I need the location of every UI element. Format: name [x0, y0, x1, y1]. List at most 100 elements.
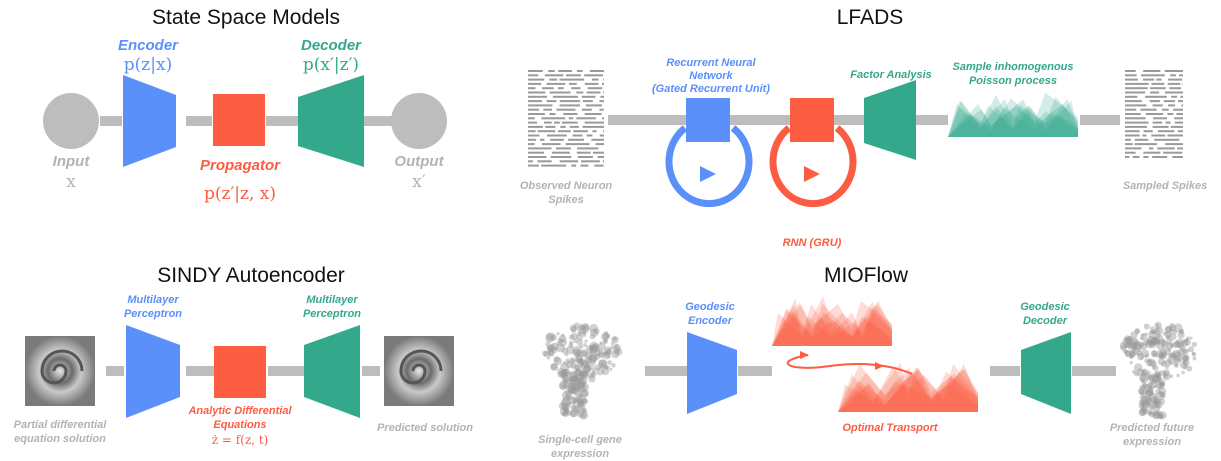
spike-segment — [568, 117, 574, 120]
spike-segment — [569, 125, 579, 128]
spike-segment — [587, 87, 603, 90]
cell-point — [604, 346, 613, 355]
encoder-trapezoid — [126, 325, 180, 418]
cell-point — [1141, 401, 1148, 408]
cell-point — [560, 400, 566, 405]
cell-point — [1146, 376, 1151, 381]
spike-segment — [528, 143, 535, 146]
spike-segment — [545, 125, 556, 128]
cell-point — [576, 339, 583, 346]
spike-segment — [1181, 104, 1183, 107]
cell-point — [584, 339, 588, 343]
cell-point — [1159, 392, 1165, 398]
cell-point — [1177, 331, 1185, 339]
decoder-label-line: Multilayer — [306, 294, 358, 306]
cell-point — [573, 397, 580, 403]
predicted-cell-scatter — [1119, 321, 1198, 420]
cell-point — [561, 368, 570, 377]
cell-point — [579, 410, 589, 420]
spike-segment — [1151, 134, 1166, 137]
cell-point — [575, 376, 579, 380]
cell-point — [580, 324, 590, 333]
spike-segment — [559, 100, 581, 103]
cell-point — [1174, 354, 1181, 362]
output-label-line: expression — [1123, 436, 1181, 448]
cell-point — [1160, 338, 1166, 344]
spike-segment — [581, 95, 596, 98]
cell-point — [604, 350, 609, 356]
cell-point — [580, 382, 589, 392]
spike-segment — [528, 160, 534, 163]
cell-point — [1138, 408, 1147, 417]
cell-point — [1163, 374, 1168, 379]
spike-segment — [1145, 95, 1167, 98]
spike-segment — [582, 100, 593, 103]
cell-point — [1138, 386, 1148, 395]
cell-point — [567, 402, 571, 406]
spike-segment — [565, 74, 581, 77]
cell-point — [1144, 384, 1153, 393]
factor-analysis-trapezoid — [864, 80, 916, 160]
cell-point — [581, 323, 590, 331]
cell-point — [1142, 339, 1150, 346]
cell-point — [1183, 338, 1191, 347]
cell-point — [1151, 329, 1157, 335]
spike-segment — [1171, 95, 1178, 98]
cell-point — [1139, 373, 1147, 382]
transport-label: Optimal Transport — [842, 422, 938, 434]
cell-point — [582, 408, 586, 412]
spike-segment — [549, 113, 556, 115]
cell-point — [1134, 363, 1143, 372]
cell-point — [1176, 373, 1180, 378]
cell-point — [1159, 354, 1165, 360]
cell-point — [558, 335, 567, 343]
cell-point — [604, 365, 609, 369]
spike-segment — [557, 87, 564, 90]
cell-point — [1145, 373, 1149, 377]
spike-segment — [1152, 125, 1169, 128]
cell-point — [1173, 362, 1178, 368]
cell-point — [1152, 410, 1161, 419]
cell-point — [1144, 353, 1149, 359]
cell-point — [1152, 400, 1158, 406]
cell-point — [614, 343, 619, 349]
connector — [266, 116, 298, 126]
spike-segment — [528, 138, 537, 141]
spike-segment — [603, 130, 604, 133]
cell-point — [1157, 382, 1165, 390]
cell-point — [580, 370, 589, 378]
cell-point — [570, 332, 579, 341]
spike-segment — [528, 125, 543, 128]
cell-point — [596, 347, 601, 353]
spike-segment — [1174, 121, 1183, 124]
spike-segment — [1152, 104, 1163, 107]
encoder-math: p(z|x) — [124, 55, 172, 75]
cell-point — [1151, 396, 1158, 403]
cell-point — [559, 369, 569, 378]
cell-point — [1129, 360, 1133, 365]
cell-point — [581, 384, 587, 389]
spike-segment — [528, 130, 536, 133]
cell-point — [577, 400, 585, 408]
mountain-layer — [838, 368, 978, 412]
cell-point — [589, 345, 595, 351]
single-cell-scatter — [542, 322, 623, 420]
cell-point — [1167, 347, 1171, 352]
panel-lfads: LFADS Recurrent Neural Network (Gated Re… — [520, 6, 1207, 249]
cell-point — [1147, 373, 1152, 378]
cell-point — [580, 413, 587, 419]
spike-segment — [544, 121, 552, 124]
recurrent-loop-arrow — [665, 125, 753, 208]
mountain-layer — [772, 310, 892, 346]
panel-mioflow: MIOFlow Geodesic Encoder Geodesic Decode… — [538, 264, 1198, 460]
cell-point — [1148, 410, 1156, 418]
cell-point — [558, 380, 568, 390]
cell-point — [570, 379, 579, 388]
spike-segment — [1134, 138, 1149, 141]
mountain-layer — [772, 301, 892, 346]
cell-point — [1158, 411, 1167, 420]
cell-point — [1158, 352, 1165, 359]
cell-point — [582, 365, 591, 374]
spike-segment — [546, 82, 566, 85]
